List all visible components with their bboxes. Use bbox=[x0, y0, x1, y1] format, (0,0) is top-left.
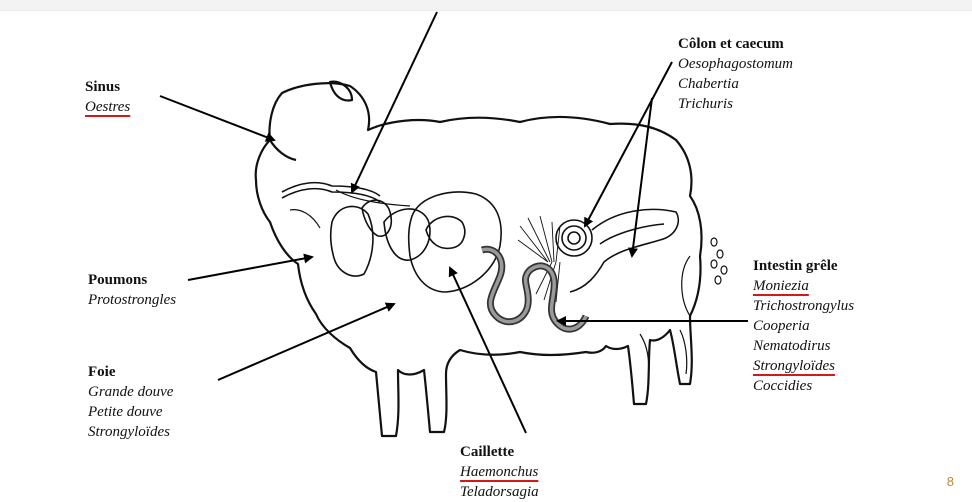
label-poumons-item-1: Protostrongles bbox=[88, 290, 176, 310]
label-intestin-item-3: Cooperia bbox=[753, 316, 854, 336]
label-foie-item-1: Grande douve bbox=[88, 382, 173, 402]
label-foie: Foie Grande douve Petite douve Strongylo… bbox=[88, 363, 173, 442]
label-caillette-item-2: Teladorsagia bbox=[460, 482, 539, 502]
label-poumons: Poumons Protostrongles bbox=[88, 271, 176, 310]
droppings bbox=[711, 238, 727, 284]
label-intestin-item-5: Strongyloïdes bbox=[753, 356, 854, 376]
label-colon-item-1: Oesophagostomum bbox=[678, 54, 793, 74]
label-colon-title: Côlon et caecum bbox=[678, 35, 793, 54]
label-intestin: Intestin grêle Moniezia Trichostrongylus… bbox=[753, 257, 854, 396]
label-intestin-item-2: Trichostrongylus bbox=[753, 296, 854, 316]
label-intestin-item-6: Coccidies bbox=[753, 376, 854, 396]
label-caillette: Caillette Haemonchus Teladorsagia bbox=[460, 443, 539, 502]
label-intestin-item-4: Nematodirus bbox=[753, 336, 854, 356]
label-sinus: Sinus Oestres bbox=[85, 78, 130, 117]
label-poumons-title: Poumons bbox=[88, 271, 176, 290]
label-caillette-item-1: Haemonchus bbox=[460, 462, 539, 482]
label-colon: Côlon et caecum Oesophagostomum Chaberti… bbox=[678, 35, 793, 114]
label-colon-item-2: Chabertia bbox=[678, 74, 793, 94]
arrows bbox=[160, 12, 748, 433]
label-foie-title: Foie bbox=[88, 363, 173, 382]
label-foie-item-2: Petite douve bbox=[88, 402, 173, 422]
label-sinus-item-1: Oestres bbox=[85, 97, 130, 117]
label-sinus-title: Sinus bbox=[85, 78, 130, 97]
sheep-outline bbox=[256, 82, 702, 436]
internal-organs bbox=[282, 183, 678, 302]
page-number: 8 bbox=[947, 474, 954, 489]
label-colon-item-3: Trichuris bbox=[678, 94, 793, 114]
label-intestin-title: Intestin grêle bbox=[753, 257, 854, 276]
label-intestin-item-1: Moniezia bbox=[753, 276, 854, 296]
label-foie-item-3: Strongyloïdes bbox=[88, 422, 173, 442]
label-caillette-title: Caillette bbox=[460, 443, 539, 462]
